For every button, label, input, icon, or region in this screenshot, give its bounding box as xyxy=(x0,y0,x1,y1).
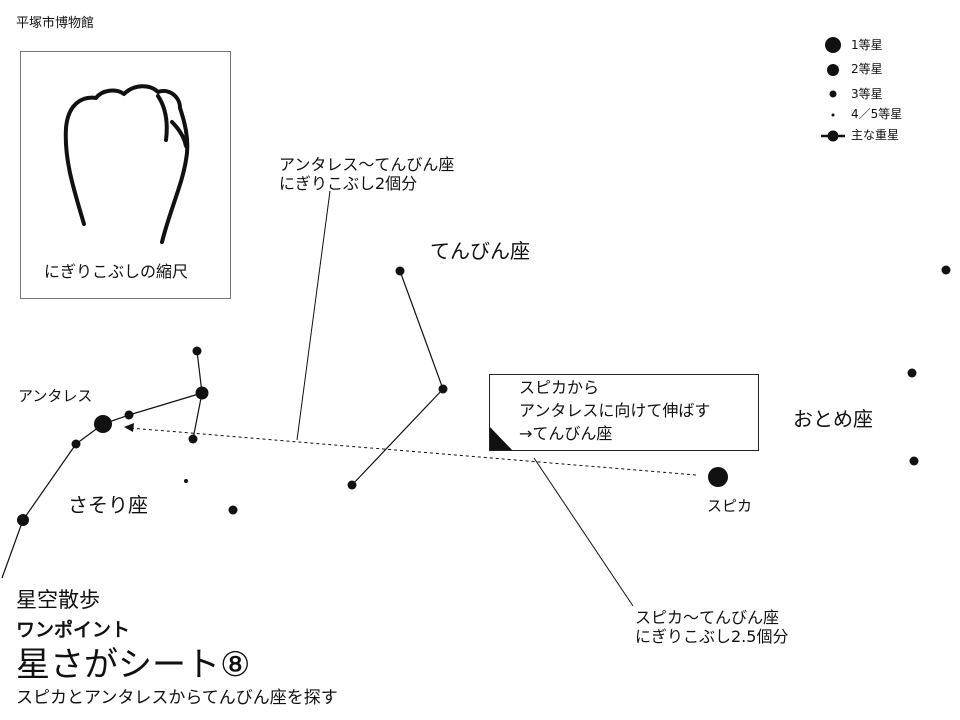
legend-mag3-icon xyxy=(829,90,837,98)
star xyxy=(71,439,81,449)
instruction-line-1: スピカから xyxy=(519,378,600,397)
label-antares: アンタレス xyxy=(18,387,93,405)
star xyxy=(909,456,919,466)
constellation-lines xyxy=(1,270,444,579)
legend-mag45-icon xyxy=(831,113,835,117)
callout-line-spica xyxy=(533,457,634,607)
star-antares xyxy=(94,415,112,433)
star-spica xyxy=(708,467,728,487)
label-scorpius: さそり座 xyxy=(68,493,148,517)
main-title: 星さがシート⑧ xyxy=(16,645,251,685)
fist-scale-box xyxy=(20,51,231,299)
star xyxy=(395,266,405,276)
star xyxy=(184,479,188,483)
scorpius-line xyxy=(192,392,203,440)
star xyxy=(188,434,198,444)
instruction-box xyxy=(489,374,759,451)
callout-spica-libra: スピカ〜てんびん座 にぎりこぶし2.5個分 xyxy=(635,608,789,647)
label-spica: スピカ xyxy=(707,497,753,515)
callout-antares-libra: アンタレス〜てんびん座 にぎりこぶし2個分 xyxy=(279,155,455,194)
star xyxy=(195,386,209,400)
legend-label-double: 主な重星 xyxy=(851,128,900,142)
callout-lines xyxy=(296,190,634,607)
label-virgo: おとめ座 xyxy=(793,407,873,431)
arrowhead-icon xyxy=(124,423,134,432)
legend-mag1-icon xyxy=(825,37,841,53)
libra-line xyxy=(351,388,444,486)
label-libra: てんびん座 xyxy=(430,239,530,263)
legend-label-mag1: 1等星 xyxy=(851,38,883,52)
fist-scale-caption: にぎりこぶしの縮尺 xyxy=(44,262,189,281)
fist-icon xyxy=(63,84,190,244)
scorpius-line xyxy=(128,392,203,416)
legend-label-mag3: 3等星 xyxy=(851,87,883,101)
libra-line xyxy=(399,270,444,390)
corner-marker-icon xyxy=(489,426,513,451)
instruction-line-3: →てんびん座 xyxy=(519,424,613,443)
legend-label-mag45: 4／5等星 xyxy=(851,107,903,121)
star xyxy=(17,514,29,526)
tag-title: ワンポイント xyxy=(16,619,131,641)
star xyxy=(907,368,917,378)
museum-name: 平塚市博物館 xyxy=(16,16,95,31)
scorpius-line xyxy=(1,519,24,579)
legend-mag2-icon xyxy=(827,64,839,76)
star xyxy=(192,346,202,356)
instruction-line-2: アンタレスに向けて伸ばす xyxy=(519,401,711,420)
scorpius-line xyxy=(196,350,203,394)
guide-arrow xyxy=(124,423,697,476)
star xyxy=(941,265,951,275)
star xyxy=(228,505,238,515)
subtitle: スピカとアンタレスからてんびん座を探す xyxy=(16,688,338,708)
series-title: 星空散歩 xyxy=(16,588,100,612)
callout-line-antares xyxy=(296,190,331,441)
legend-symbols xyxy=(821,37,845,142)
scorpius-line xyxy=(22,443,77,521)
star xyxy=(438,384,448,394)
star xyxy=(347,480,357,490)
stars xyxy=(17,265,951,526)
star xyxy=(124,410,134,420)
legend-label-mag2: 2等星 xyxy=(851,62,883,76)
